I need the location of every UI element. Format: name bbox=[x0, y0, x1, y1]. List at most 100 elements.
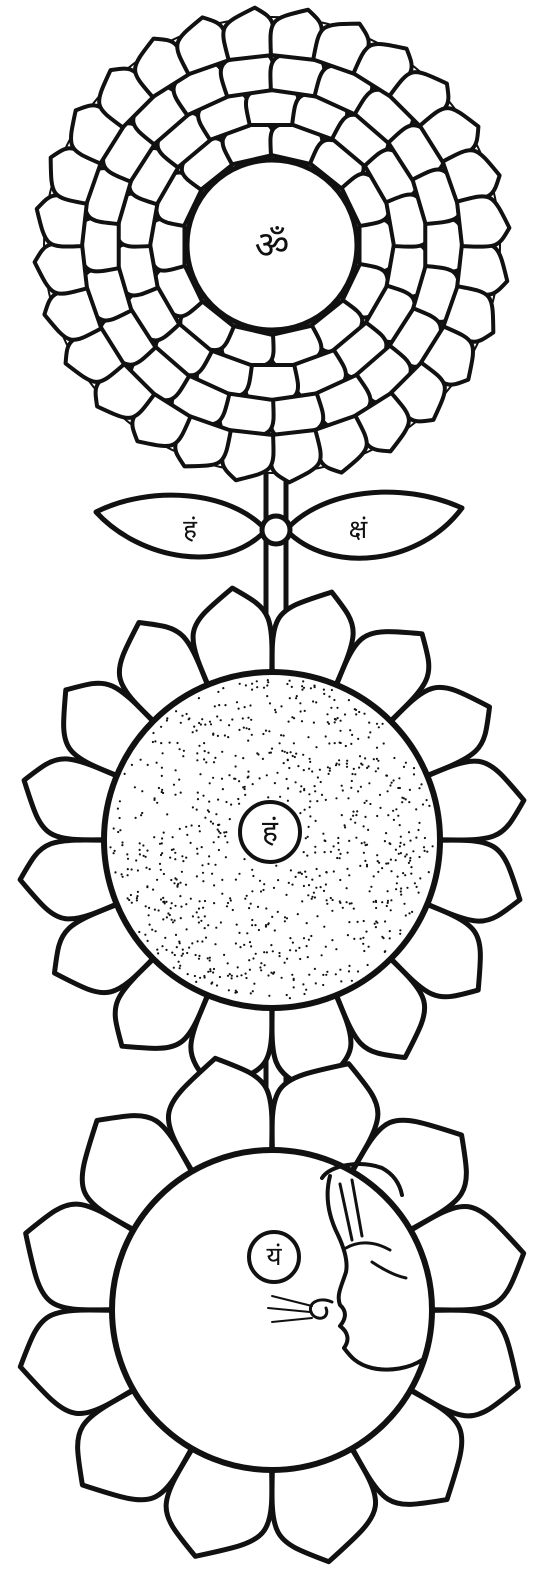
stipple-dot bbox=[286, 994, 288, 996]
stipple-dot bbox=[268, 922, 270, 924]
stipple-dot bbox=[301, 685, 303, 687]
stipple-dot bbox=[422, 803, 424, 805]
stipple-dot bbox=[415, 808, 417, 810]
stipple-dot bbox=[233, 778, 235, 780]
stipple-dot bbox=[162, 918, 164, 920]
stipple-dot bbox=[209, 721, 211, 723]
stipple-dot bbox=[113, 852, 115, 854]
stipple-dot bbox=[354, 773, 356, 775]
stipple-dot bbox=[201, 718, 203, 720]
stipple-dot bbox=[161, 837, 163, 839]
stipple-dot bbox=[166, 813, 168, 815]
stipple-dot bbox=[197, 798, 199, 800]
ajna-right-petal bbox=[286, 492, 462, 558]
stipple-dot bbox=[193, 726, 195, 728]
stipple-dot bbox=[398, 853, 400, 855]
stipple-dot bbox=[153, 836, 155, 838]
stipple-dot bbox=[237, 798, 239, 800]
stipple-dot bbox=[249, 969, 251, 971]
stipple-dot bbox=[280, 705, 282, 707]
stipple-dot bbox=[339, 969, 341, 971]
stipple-dot bbox=[376, 758, 378, 760]
stipple-dot bbox=[196, 759, 198, 761]
stipple-dot bbox=[387, 890, 389, 892]
stipple-dot bbox=[196, 730, 198, 732]
stipple-dot bbox=[179, 748, 181, 750]
stipple-dot bbox=[242, 757, 244, 759]
stipple-dot bbox=[223, 954, 225, 956]
stipple-dot bbox=[333, 870, 335, 872]
stipple-dot bbox=[303, 687, 305, 689]
stipple-dot bbox=[310, 687, 312, 689]
stipple-dot bbox=[207, 863, 209, 865]
stipple-dot bbox=[288, 882, 290, 884]
crown-petal bbox=[223, 8, 273, 60]
stipple-dot bbox=[240, 974, 242, 976]
stipple-dot bbox=[260, 969, 262, 971]
stipple-dot bbox=[346, 868, 348, 870]
stipple-dot bbox=[300, 785, 302, 787]
stipple-dot bbox=[368, 722, 370, 724]
stipple-dot bbox=[235, 755, 237, 757]
stipple-dot bbox=[121, 841, 123, 843]
stipple-dot bbox=[398, 777, 400, 779]
stipple-dot bbox=[222, 687, 224, 689]
stipple-dot bbox=[228, 989, 230, 991]
stipple-dot bbox=[238, 729, 240, 731]
stipple-dot bbox=[186, 928, 188, 930]
ajna-chakra: हं क्षं bbox=[96, 492, 462, 558]
stipple-dot bbox=[208, 801, 210, 803]
stipple-dot bbox=[405, 762, 407, 764]
stipple-dot bbox=[298, 947, 300, 949]
stipple-dot bbox=[384, 950, 386, 952]
stipple-dot bbox=[198, 958, 200, 960]
stipple-dot bbox=[303, 885, 305, 887]
stipple-dot bbox=[366, 767, 368, 769]
vishuddha-chakra: हं bbox=[20, 588, 524, 1092]
stipple-dot bbox=[428, 871, 430, 873]
stipple-dot bbox=[305, 837, 307, 839]
stipple-dot bbox=[393, 779, 395, 781]
stipple-dot bbox=[367, 964, 369, 966]
ajna-left-petal bbox=[96, 495, 266, 557]
stipple-dot bbox=[250, 719, 252, 721]
stipple-dot bbox=[287, 759, 289, 761]
stipple-dot bbox=[197, 916, 199, 918]
stipple-dot bbox=[365, 844, 367, 846]
stipple-dot bbox=[420, 783, 422, 785]
stipple-dot bbox=[146, 885, 148, 887]
stipple-dot bbox=[269, 702, 271, 704]
stipple-dot bbox=[236, 975, 238, 977]
stipple-dot bbox=[392, 810, 394, 812]
stipple-dot bbox=[268, 995, 270, 997]
stipple-dot bbox=[160, 726, 162, 728]
stipple-dot bbox=[248, 959, 250, 961]
stipple-dot bbox=[161, 791, 163, 793]
stipple-dot bbox=[339, 857, 341, 859]
stipple-dot bbox=[174, 794, 176, 796]
stipple-dot bbox=[306, 855, 308, 857]
stipple-dot bbox=[258, 929, 260, 931]
stipple-dot bbox=[333, 699, 335, 701]
stipple-dot bbox=[314, 686, 316, 688]
stipple-dot bbox=[377, 760, 379, 762]
stipple-dot bbox=[348, 874, 350, 876]
stipple-dot bbox=[200, 920, 202, 922]
stipple-dot bbox=[308, 974, 310, 976]
stipple-dot bbox=[302, 680, 304, 682]
stipple-dot bbox=[347, 852, 349, 854]
stipple-dot bbox=[274, 709, 276, 711]
stipple-dot bbox=[145, 867, 147, 869]
stipple-dot bbox=[286, 917, 288, 919]
stipple-dot bbox=[408, 831, 410, 833]
stipple-dot bbox=[373, 875, 375, 877]
stipple-dot bbox=[154, 909, 156, 911]
stipple-dot bbox=[121, 873, 123, 875]
stipple-dot bbox=[369, 803, 371, 805]
stipple-dot bbox=[286, 778, 288, 780]
stipple-dot bbox=[182, 755, 184, 757]
stipple-dot bbox=[428, 805, 430, 807]
stipple-dot bbox=[190, 842, 192, 844]
stipple-dot bbox=[301, 900, 303, 902]
stipple-dot bbox=[325, 974, 327, 976]
